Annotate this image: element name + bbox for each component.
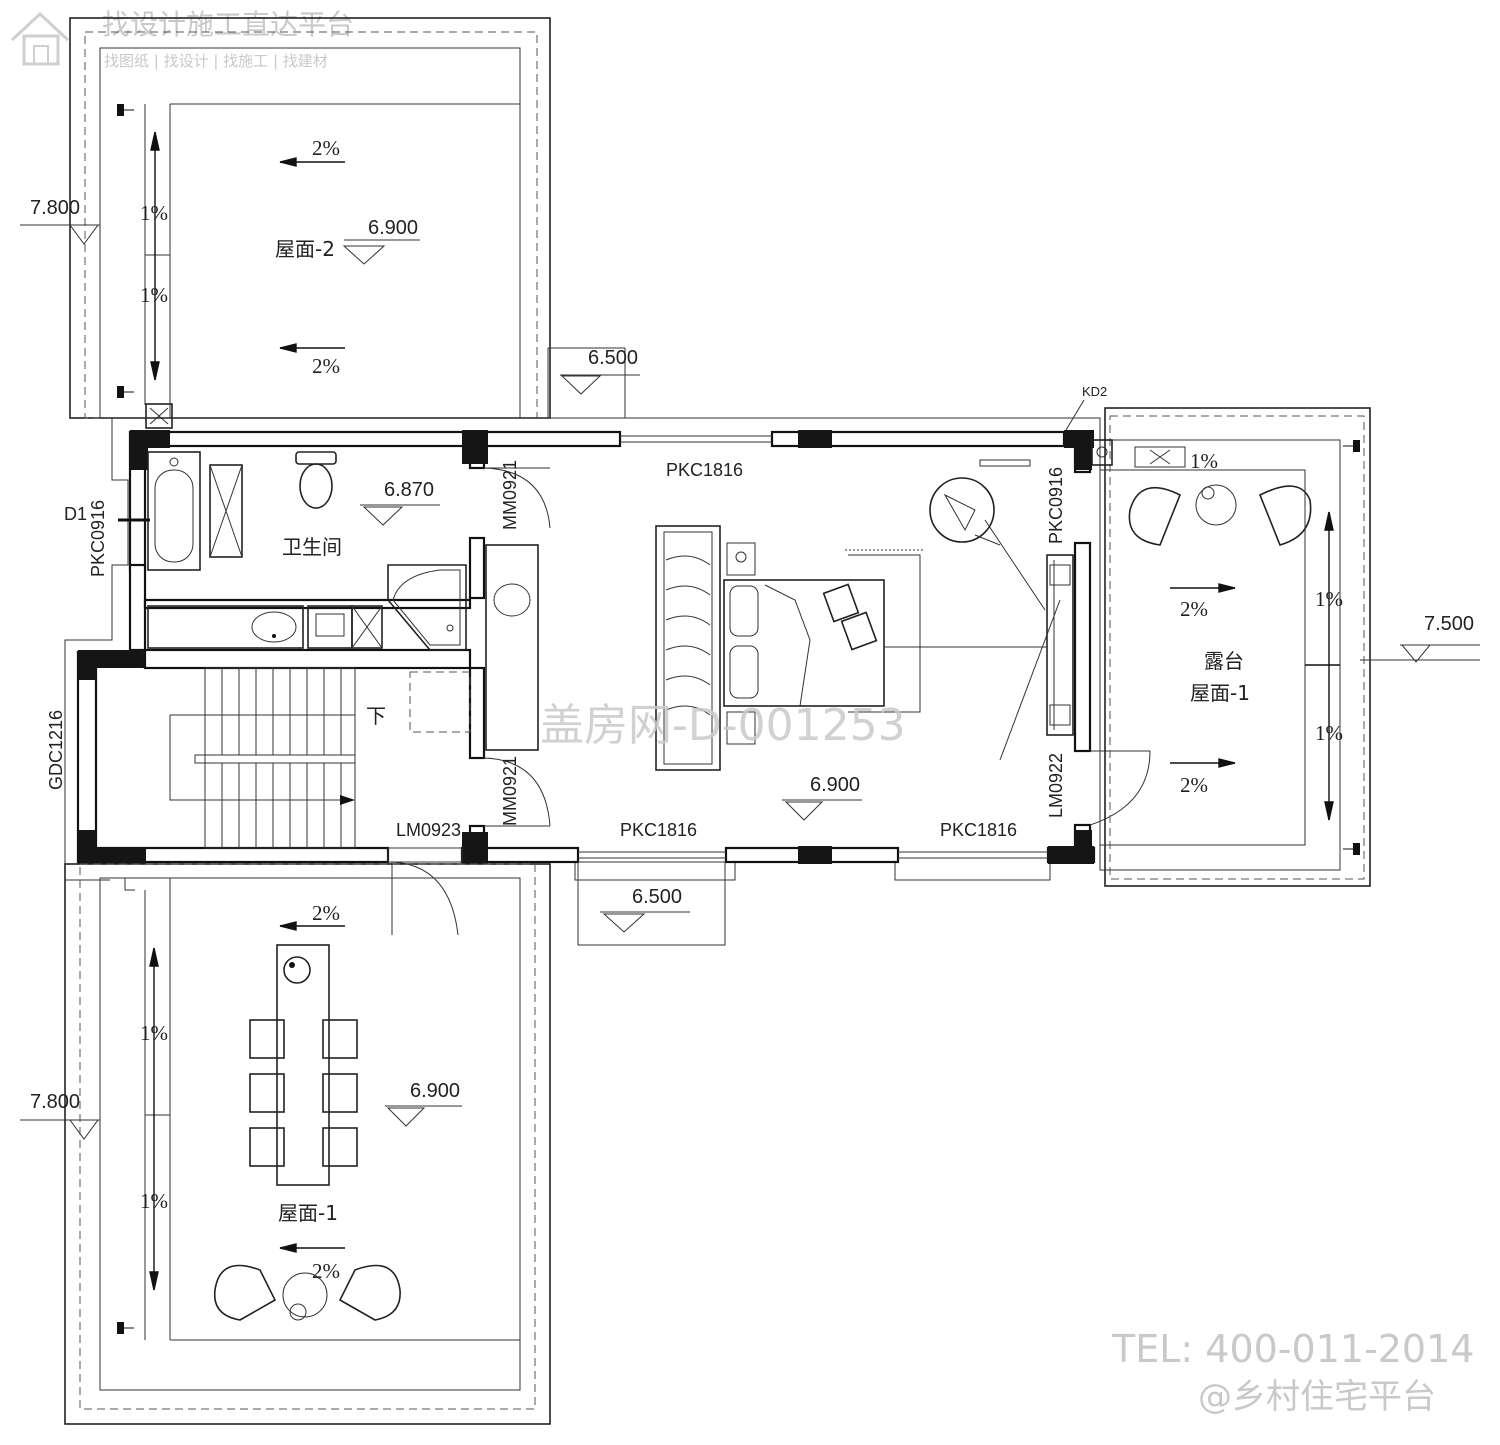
room-label-bathroom: 卫生间 (282, 535, 342, 559)
slope-label: 1% (140, 1189, 168, 1213)
level-right: 7.500 (1424, 613, 1474, 635)
slope-label: 2% (312, 136, 340, 160)
level-top-left: 7.800 (30, 197, 80, 219)
level-bath: 6.870 (384, 479, 434, 501)
drain-pipes (117, 104, 1360, 1334)
terrace-arrows (1170, 511, 1340, 821)
terrace (1091, 407, 1371, 887)
level-marker (20, 1119, 100, 1140)
brand-line1: 找设计施工直达平台 (102, 8, 354, 41)
vanity-sink-icon (147, 605, 304, 649)
shower-cabinet-icon (209, 464, 243, 558)
slope-label: 2% (1180, 773, 1208, 797)
level-step-top: 6.500 (588, 347, 638, 369)
level-roof2: 6.900 (368, 217, 418, 239)
room-label-roof1: 屋面-1 (278, 1201, 338, 1225)
tel-watermark: TEL: 400-011-2014 (1111, 1327, 1474, 1371)
level-marker (20, 224, 100, 245)
level-bedroom: 6.900 (810, 774, 860, 796)
roof-bottom (64, 863, 551, 1425)
armchair-icon (929, 477, 1001, 546)
platform-watermark: @乡村住宅平台 (1198, 1377, 1436, 1417)
slope-label: 1% (140, 201, 168, 225)
slope-label: 2% (1180, 597, 1208, 621)
dining-table-icon (249, 944, 358, 1186)
slope-label: 1% (140, 283, 168, 307)
level-marker (577, 861, 726, 946)
label-pkc0916-left: PKC0916 (88, 500, 108, 577)
label-mm0921-top: MM0921 (500, 460, 520, 530)
label-kd2: KD2 (1082, 384, 1107, 399)
room-label-terrace-roof: 屋面-1 (1190, 681, 1250, 705)
wardrobe-icon (655, 525, 721, 771)
bathtub-icon (147, 451, 201, 571)
brand-line2: 找图纸 | 找设计 | 找施工 | 找建材 (104, 52, 328, 70)
room-label-roof2: 屋面-2 (275, 237, 335, 261)
main-walls (64, 417, 1101, 881)
label-mm0921-bottom: MM0921 (500, 756, 520, 826)
level-marker (1360, 644, 1480, 663)
door-swings (387, 467, 1151, 936)
slope-label: 2% (312, 1259, 340, 1283)
label-pkc0916-right: PKC0916 (1046, 467, 1066, 544)
level-marker (385, 1105, 462, 1127)
roof-chairs-icon (213, 1264, 401, 1321)
structural-columns (78, 430, 1094, 864)
room-label-terrace: 露台 (1204, 649, 1244, 673)
bed-icon (723, 542, 925, 745)
washing-machine-icon (307, 605, 383, 649)
corner-shower-icon (387, 564, 467, 651)
slope-label: 1% (140, 1021, 168, 1045)
kd2-leader (1065, 399, 1085, 431)
slope-label: 1% (1190, 449, 1218, 473)
staircase (169, 667, 471, 849)
center-watermark: 盖房网-D-001253 (540, 700, 906, 751)
level-marker (342, 239, 420, 265)
brand-logo (10, 11, 70, 66)
level-marker (782, 799, 862, 821)
label-pkc1816-bottom-right: PKC1816 (940, 820, 1017, 840)
slope-label: 2% (312, 354, 340, 378)
terrace-chairs-icon (1128, 484, 1312, 546)
slope-label: 1% (1315, 721, 1343, 745)
level-bottom-left: 7.800 (30, 1091, 80, 1113)
label-lm0923: LM0923 (396, 820, 461, 840)
label-lm0922: LM0922 (1046, 753, 1066, 818)
level-step-bottom: 6.500 (632, 886, 682, 908)
label-gdc1216: GDC1216 (46, 710, 66, 790)
label-d1: D1 (64, 504, 87, 524)
level-roof1: 6.900 (410, 1080, 460, 1102)
toilet-icon (295, 451, 337, 509)
wash-basin-icon (485, 544, 539, 751)
drain-icon (145, 403, 173, 429)
roof2-arrows (150, 131, 345, 381)
stair-down-label: 下 (366, 704, 386, 728)
roof1-arrows (149, 921, 345, 1291)
slope-label: 2% (312, 901, 340, 925)
level-marker (360, 504, 440, 526)
label-pkc1816-top: PKC1816 (666, 460, 743, 480)
label-pkc1816-bottom-left: PKC1816 (620, 820, 697, 840)
slope-label: 1% (1315, 587, 1343, 611)
level-marker (547, 347, 640, 418)
tv-cabinet-icon (884, 459, 1074, 761)
